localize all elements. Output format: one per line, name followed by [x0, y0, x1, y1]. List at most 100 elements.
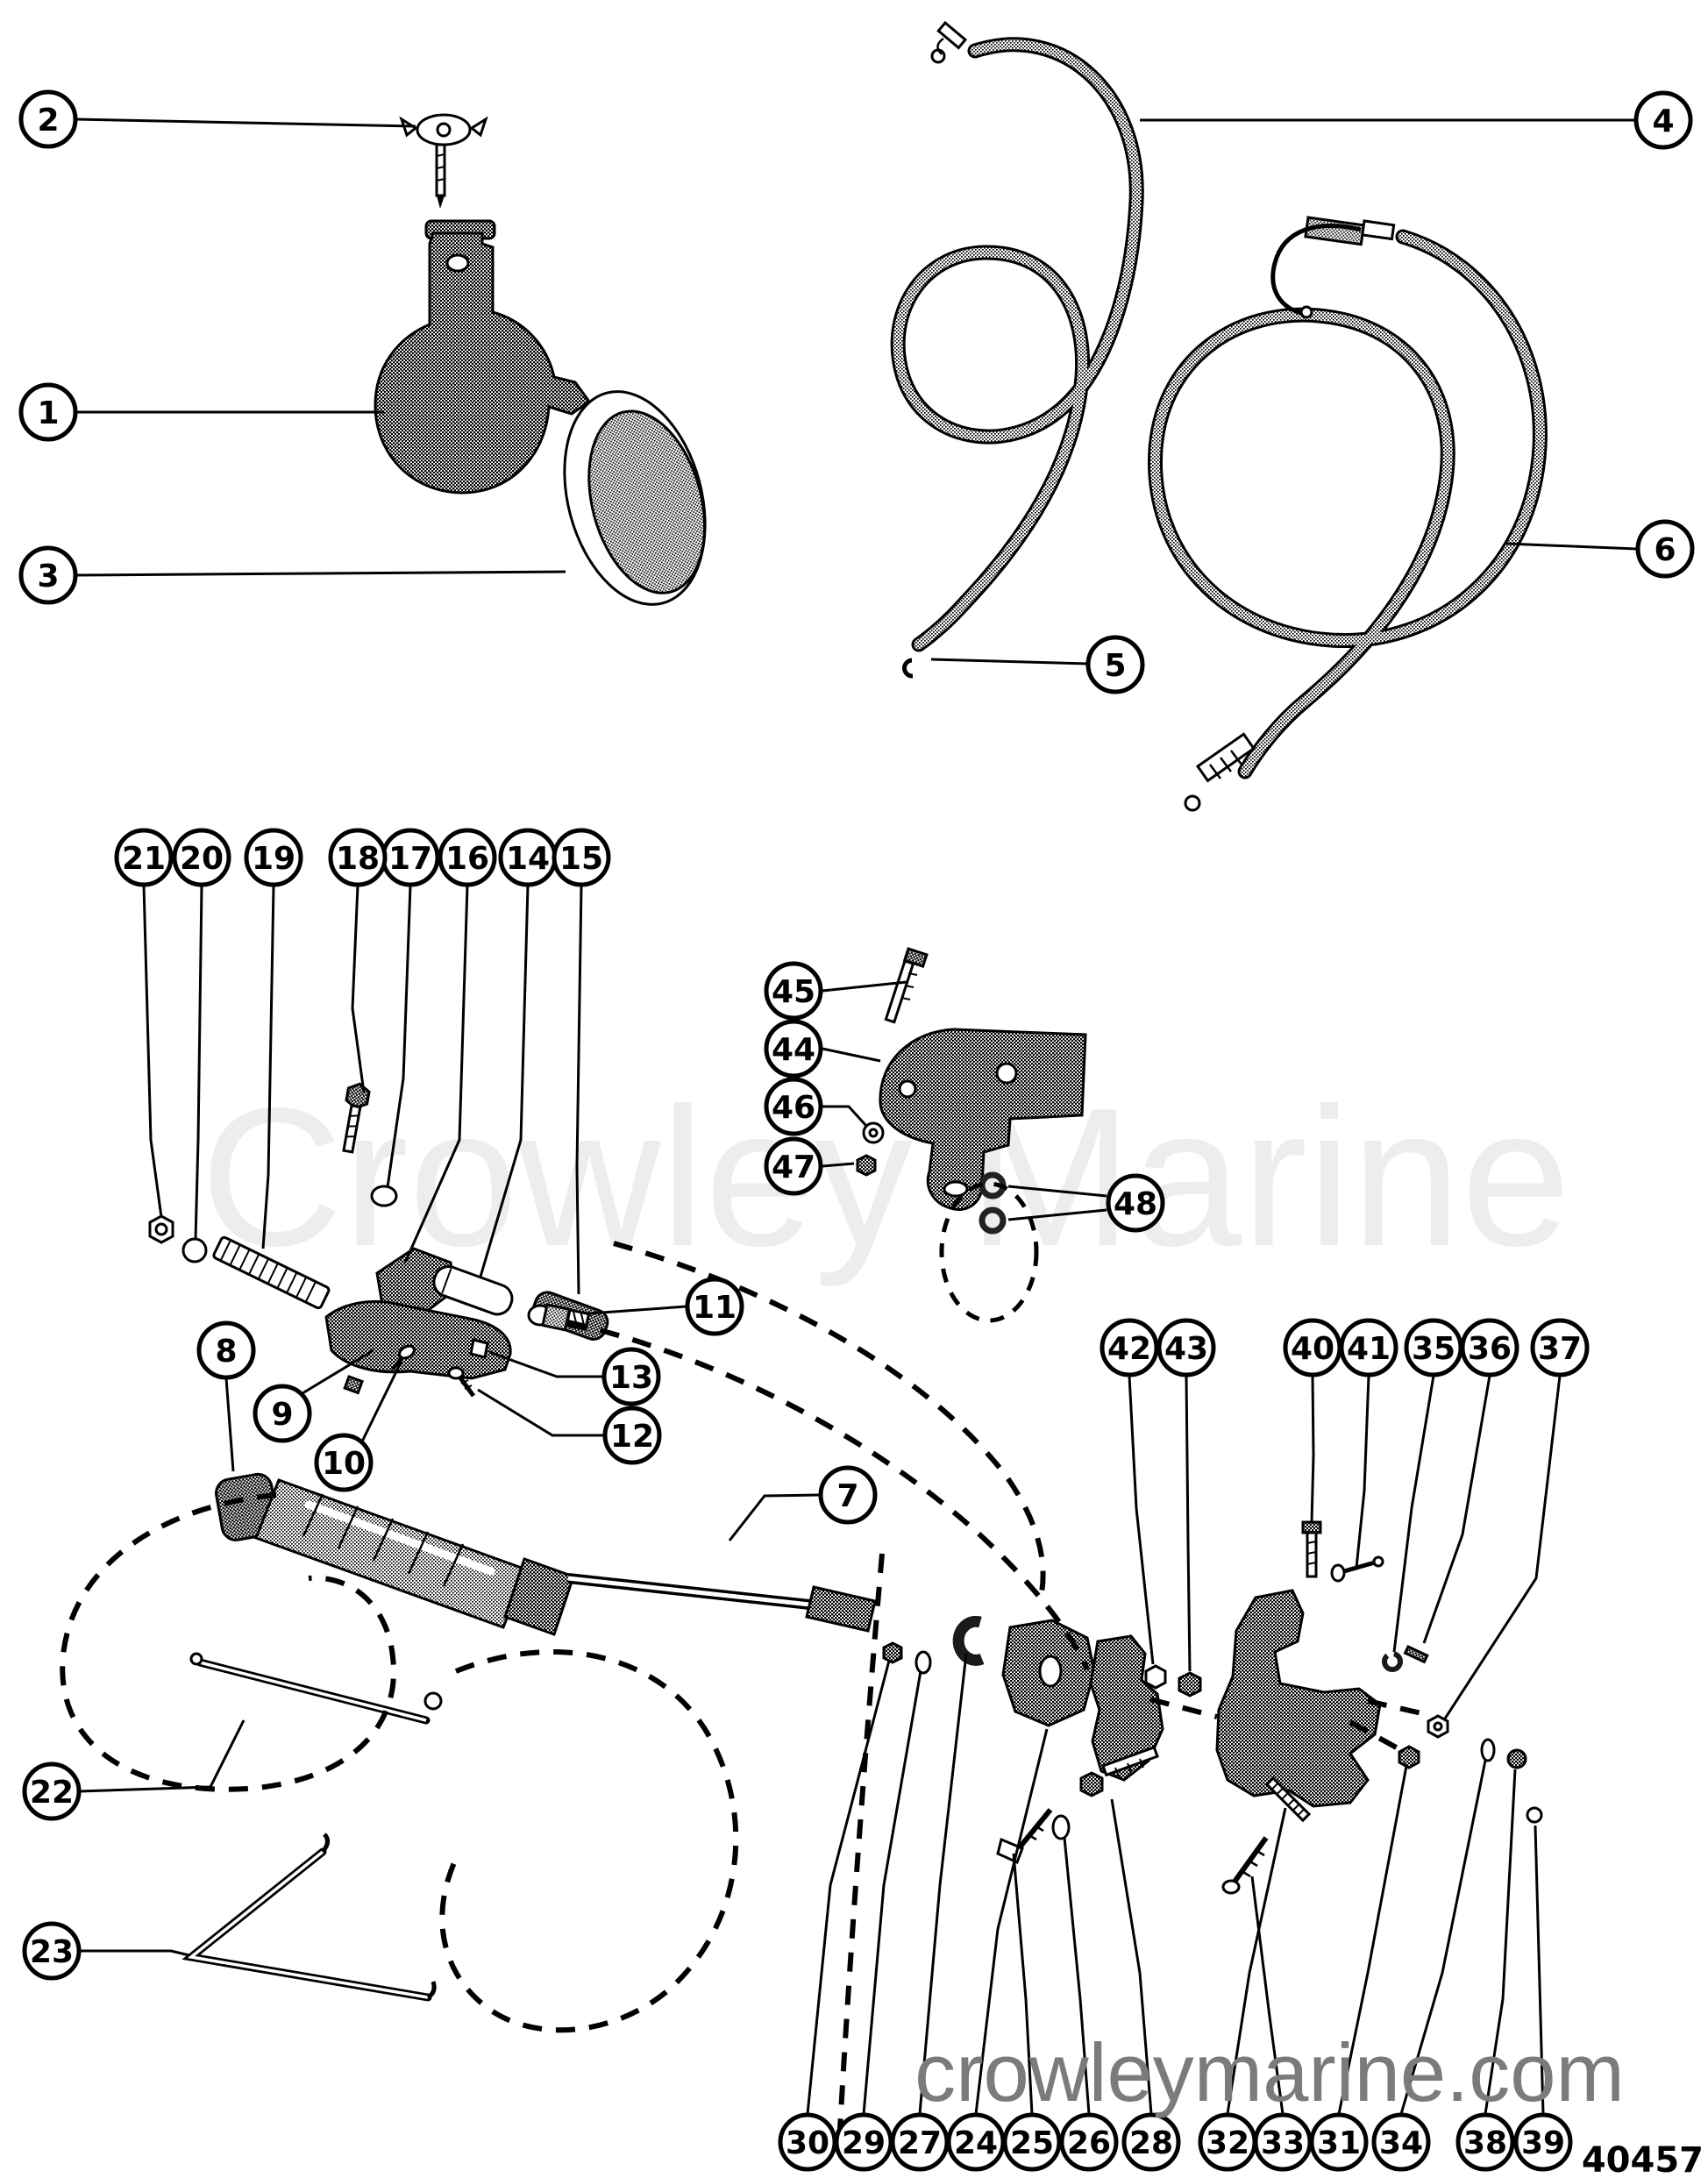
part-45-bolt: [884, 947, 929, 1024]
callout-47: 47: [764, 1136, 855, 1196]
leader-line-45: [822, 980, 907, 993]
callout-number-40: 40: [1291, 1331, 1334, 1367]
part-31-nut: [1398, 1745, 1420, 1769]
callout-number-38: 38: [1463, 2125, 1507, 2161]
callout-number-10: 10: [322, 1446, 366, 1482]
callout-11: 11: [588, 1277, 744, 1336]
part-32-stud: [1264, 1776, 1312, 1823]
leader-line-46: [822, 1105, 868, 1128]
callout-number-21: 21: [122, 841, 166, 877]
leader-line-34: [1399, 1760, 1487, 2115]
part-33-screw: [1221, 1836, 1269, 1895]
callout-1: 1: [18, 382, 384, 442]
callout-circle-9: [253, 1384, 312, 1443]
leader-line-25: [1012, 1853, 1034, 2115]
part-3-cover-disc: [563, 390, 707, 606]
callout-number-22: 22: [30, 1775, 74, 1811]
callout-28: 28: [1110, 1798, 1181, 2172]
part-41-screw: [1330, 1555, 1384, 1583]
callout-number-3: 3: [37, 559, 59, 594]
part-1-pump-body: [374, 219, 592, 495]
callout-29: 29: [834, 1670, 922, 2172]
part-48-rings: [939, 1171, 1039, 1323]
callout-number-17: 17: [388, 841, 432, 877]
callout-circle-7: [818, 1465, 878, 1525]
swivel-group: [1215, 1520, 1543, 1895]
part-19-threaded-tube: [212, 1235, 331, 1310]
trunnion-group: [882, 1615, 1202, 1865]
callout-circle-48: [1106, 1173, 1165, 1233]
part-43-nut: [1178, 1671, 1202, 1698]
callout-17: 17: [381, 828, 440, 1188]
leader-line-6: [1505, 542, 1637, 551]
hose-end-fitting: [930, 20, 968, 64]
bracket-group: [856, 947, 1087, 1323]
leader-line-10: [360, 1360, 403, 1442]
leader-line-38: [1484, 1769, 1517, 2115]
leader-line-14: [479, 885, 530, 1278]
callout-number-7: 7: [836, 1478, 858, 1514]
leader-line-43: [1185, 1375, 1192, 1672]
leader-line-28: [1110, 1798, 1153, 2115]
callout-41: 41: [1339, 1318, 1398, 1569]
callout-circle-6: [1635, 519, 1695, 579]
leader-line-30: [806, 1660, 891, 2115]
part-10-screw: [391, 1344, 416, 1371]
cable-assembly: [215, 1299, 877, 1636]
callout-number-30: 30: [786, 2125, 829, 2161]
part-34-oring: [1480, 1738, 1496, 1762]
callout-circle-3: [18, 545, 78, 605]
callout-46: 46: [764, 1077, 868, 1136]
callout-12: 12: [477, 1388, 662, 1465]
drawing-number: 40457: [1582, 2140, 1704, 2178]
callout-circle-36: [1460, 1318, 1519, 1377]
callout-number-11: 11: [693, 1290, 737, 1326]
cable-parts-top-row: [148, 1082, 609, 1341]
callout-7: 7: [728, 1465, 878, 1541]
callout-circle-33: [1253, 2112, 1313, 2172]
hoses-group: [890, 20, 1548, 812]
callout-circle-8: [196, 1320, 256, 1380]
callout-22: 22: [22, 1719, 246, 1821]
callout-circle-18: [328, 828, 388, 887]
part-4-hose: [890, 20, 1144, 652]
part-42-nut: [1144, 1664, 1167, 1690]
leader-line-8: [224, 1377, 235, 1472]
leader-line-31: [1337, 1765, 1408, 2115]
callout-number-26: 26: [1067, 2125, 1111, 2161]
leader-line-33: [1250, 1876, 1285, 2115]
callout-number-48: 48: [1114, 1186, 1157, 1222]
callout-19: 19: [244, 828, 303, 1249]
hose-top-fitting: [1270, 216, 1396, 319]
callout-number-36: 36: [1468, 1331, 1512, 1367]
callout-circle-5: [1085, 635, 1145, 694]
callout-circle-12: [602, 1406, 662, 1465]
callout-38: 38: [1455, 1769, 1517, 2172]
callout-circle-13: [601, 1347, 661, 1406]
leader-line-5: [930, 658, 1089, 666]
callout-4: 4: [1140, 90, 1693, 150]
callout-circle-10: [314, 1433, 374, 1492]
leader-line-16: [403, 885, 469, 1263]
part-39-washer: [1526, 1806, 1543, 1824]
callout-number-42: 42: [1107, 1331, 1151, 1367]
callout-number-41: 41: [1347, 1331, 1391, 1367]
callout-circle-1: [18, 382, 78, 442]
part-35-clip: [1382, 1651, 1403, 1672]
leader-line-17: [386, 885, 412, 1188]
callout-number-19: 19: [252, 841, 295, 877]
part-44-bracket: [879, 1028, 1087, 1211]
callout-number-9: 9: [271, 1397, 293, 1433]
callout-33: 33: [1250, 1876, 1313, 2172]
callout-9: 9: [253, 1349, 374, 1443]
leader-line-35: [1392, 1375, 1435, 1653]
callout-number-33: 33: [1261, 2125, 1305, 2161]
part-47-nut: [856, 1154, 877, 1177]
callout-circle-34: [1371, 2112, 1431, 2172]
callout-circle-38: [1455, 2112, 1515, 2172]
callout-circle-39: [1513, 2112, 1573, 2172]
part-30-nut: [882, 1641, 903, 1664]
leader-line-21: [142, 885, 163, 1218]
callout-43: 43: [1156, 1318, 1216, 1672]
part-13-clip: [469, 1338, 489, 1359]
